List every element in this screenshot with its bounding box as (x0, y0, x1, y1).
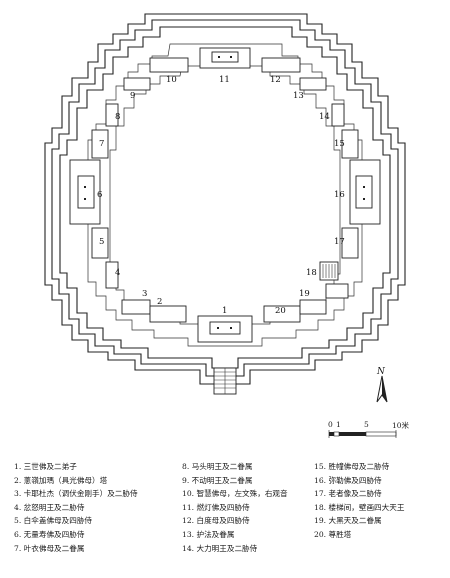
plan-number: 8 (115, 112, 120, 122)
plan-number: 6 (97, 190, 102, 200)
legend-item: 9. 不动明王及二眷属 (182, 475, 253, 485)
legend-item: 5. 白伞盖佛母及四胁侍 (14, 516, 93, 526)
legend-item: 1. 三世佛及二弟子 (14, 462, 77, 471)
plan-number: 2 (157, 297, 162, 307)
north-arrow-icon (376, 375, 388, 403)
legend-item: 3. 卡耶杜杰（调伏金刚手）及二胁侍 (14, 489, 138, 499)
legend-column: 1. 三世佛及二弟子 2. 蔥嶺加瑪（具光佛母）塔 3. 卡耶杜杰（调伏金刚手）… (14, 460, 138, 555)
scale-tick: 0 (328, 420, 333, 429)
plan-number: 19 (299, 289, 310, 299)
plan-number: 17 (334, 237, 345, 247)
legend-item: 8. 马头明王及二眷属 (182, 462, 253, 471)
north-label: N (377, 367, 385, 377)
legend-item: 19. 大黑天及二眷属 (314, 516, 382, 526)
legend-item: 12. 白度母及四胁侍 (182, 516, 250, 526)
outer-walls (44, 13, 406, 385)
legend-item: 10. 智慧佛母，左文殊，右观音 (182, 489, 288, 499)
legend-item: 14. 大力明王及二胁侍 (182, 543, 258, 553)
plan-number: 11 (219, 75, 230, 85)
plan-number: 10 (166, 75, 177, 85)
legend-item: 20. 尊胜塔 (314, 529, 352, 539)
plan-number: 5 (99, 237, 104, 247)
legend-item: 7. 叶衣佛母及二眷属 (14, 543, 85, 553)
plan-number: 1 (222, 306, 227, 316)
legend: 1. 三世佛及二弟子 2. 蔥嶺加瑪（具光佛母）塔 3. 卡耶杜杰（调伏金刚手）… (14, 460, 444, 575)
chapel-cells (69, 47, 381, 343)
plan-number: 3 (142, 289, 147, 299)
plan-number: 12 (270, 75, 281, 85)
legend-item: 11. 燃灯佛及四胁侍 (182, 502, 250, 512)
plan-number: 13 (293, 91, 304, 101)
legend-item: 15. 胜幢佛母及二胁侍 (314, 462, 390, 471)
floor-plan: 1 2 3 4 5 6 7 8 9 10 11 12 13 14 15 16 1… (44, 13, 406, 395)
plan-number: 20 (275, 306, 286, 316)
legend-column: 8. 马头明王及二眷属 9. 不动明王及二眷属 10. 智慧佛母，左文殊，右观音… (182, 460, 288, 555)
plan-number: 16 (334, 190, 345, 200)
legend-item: 2. 蔥嶺加瑪（具光佛母）塔 (14, 475, 108, 485)
legend-item: 17. 老者像及二胁侍 (314, 489, 382, 499)
legend-item: 18. 楼梯间，壁画四大天王 (314, 502, 405, 512)
legend-item: 13. 护法及眷属 (182, 529, 235, 539)
scale-tick: 10米 (392, 421, 410, 430)
plan-number: 15 (334, 139, 345, 149)
plan-number: 7 (99, 139, 104, 149)
inner-walls (87, 43, 363, 347)
scale-tick: 1 (336, 420, 341, 429)
entrance-stairs (213, 367, 237, 395)
scale-bar: 0 1 5 10米 (326, 420, 436, 444)
legend-item: 16. 弥勒佛及四胁侍 (314, 475, 382, 485)
plan-number: 18 (306, 268, 317, 278)
legend-column: 15. 胜幢佛母及二胁侍 16. 弥勒佛及四胁侍 17. 老者像及二胁侍 18.… (314, 460, 404, 542)
plan-number: 9 (130, 91, 135, 101)
legend-item: 4. 忿怒明王及二胁侍 (14, 502, 85, 512)
legend-item: 6. 无量寿佛及四胁侍 (14, 529, 85, 539)
plan-number: 14 (319, 112, 330, 122)
scale-tick: 5 (364, 420, 369, 429)
plan-numbers: 1 2 3 4 5 6 7 8 9 10 11 12 13 14 15 16 1… (97, 75, 345, 316)
plan-number: 4 (115, 268, 120, 278)
